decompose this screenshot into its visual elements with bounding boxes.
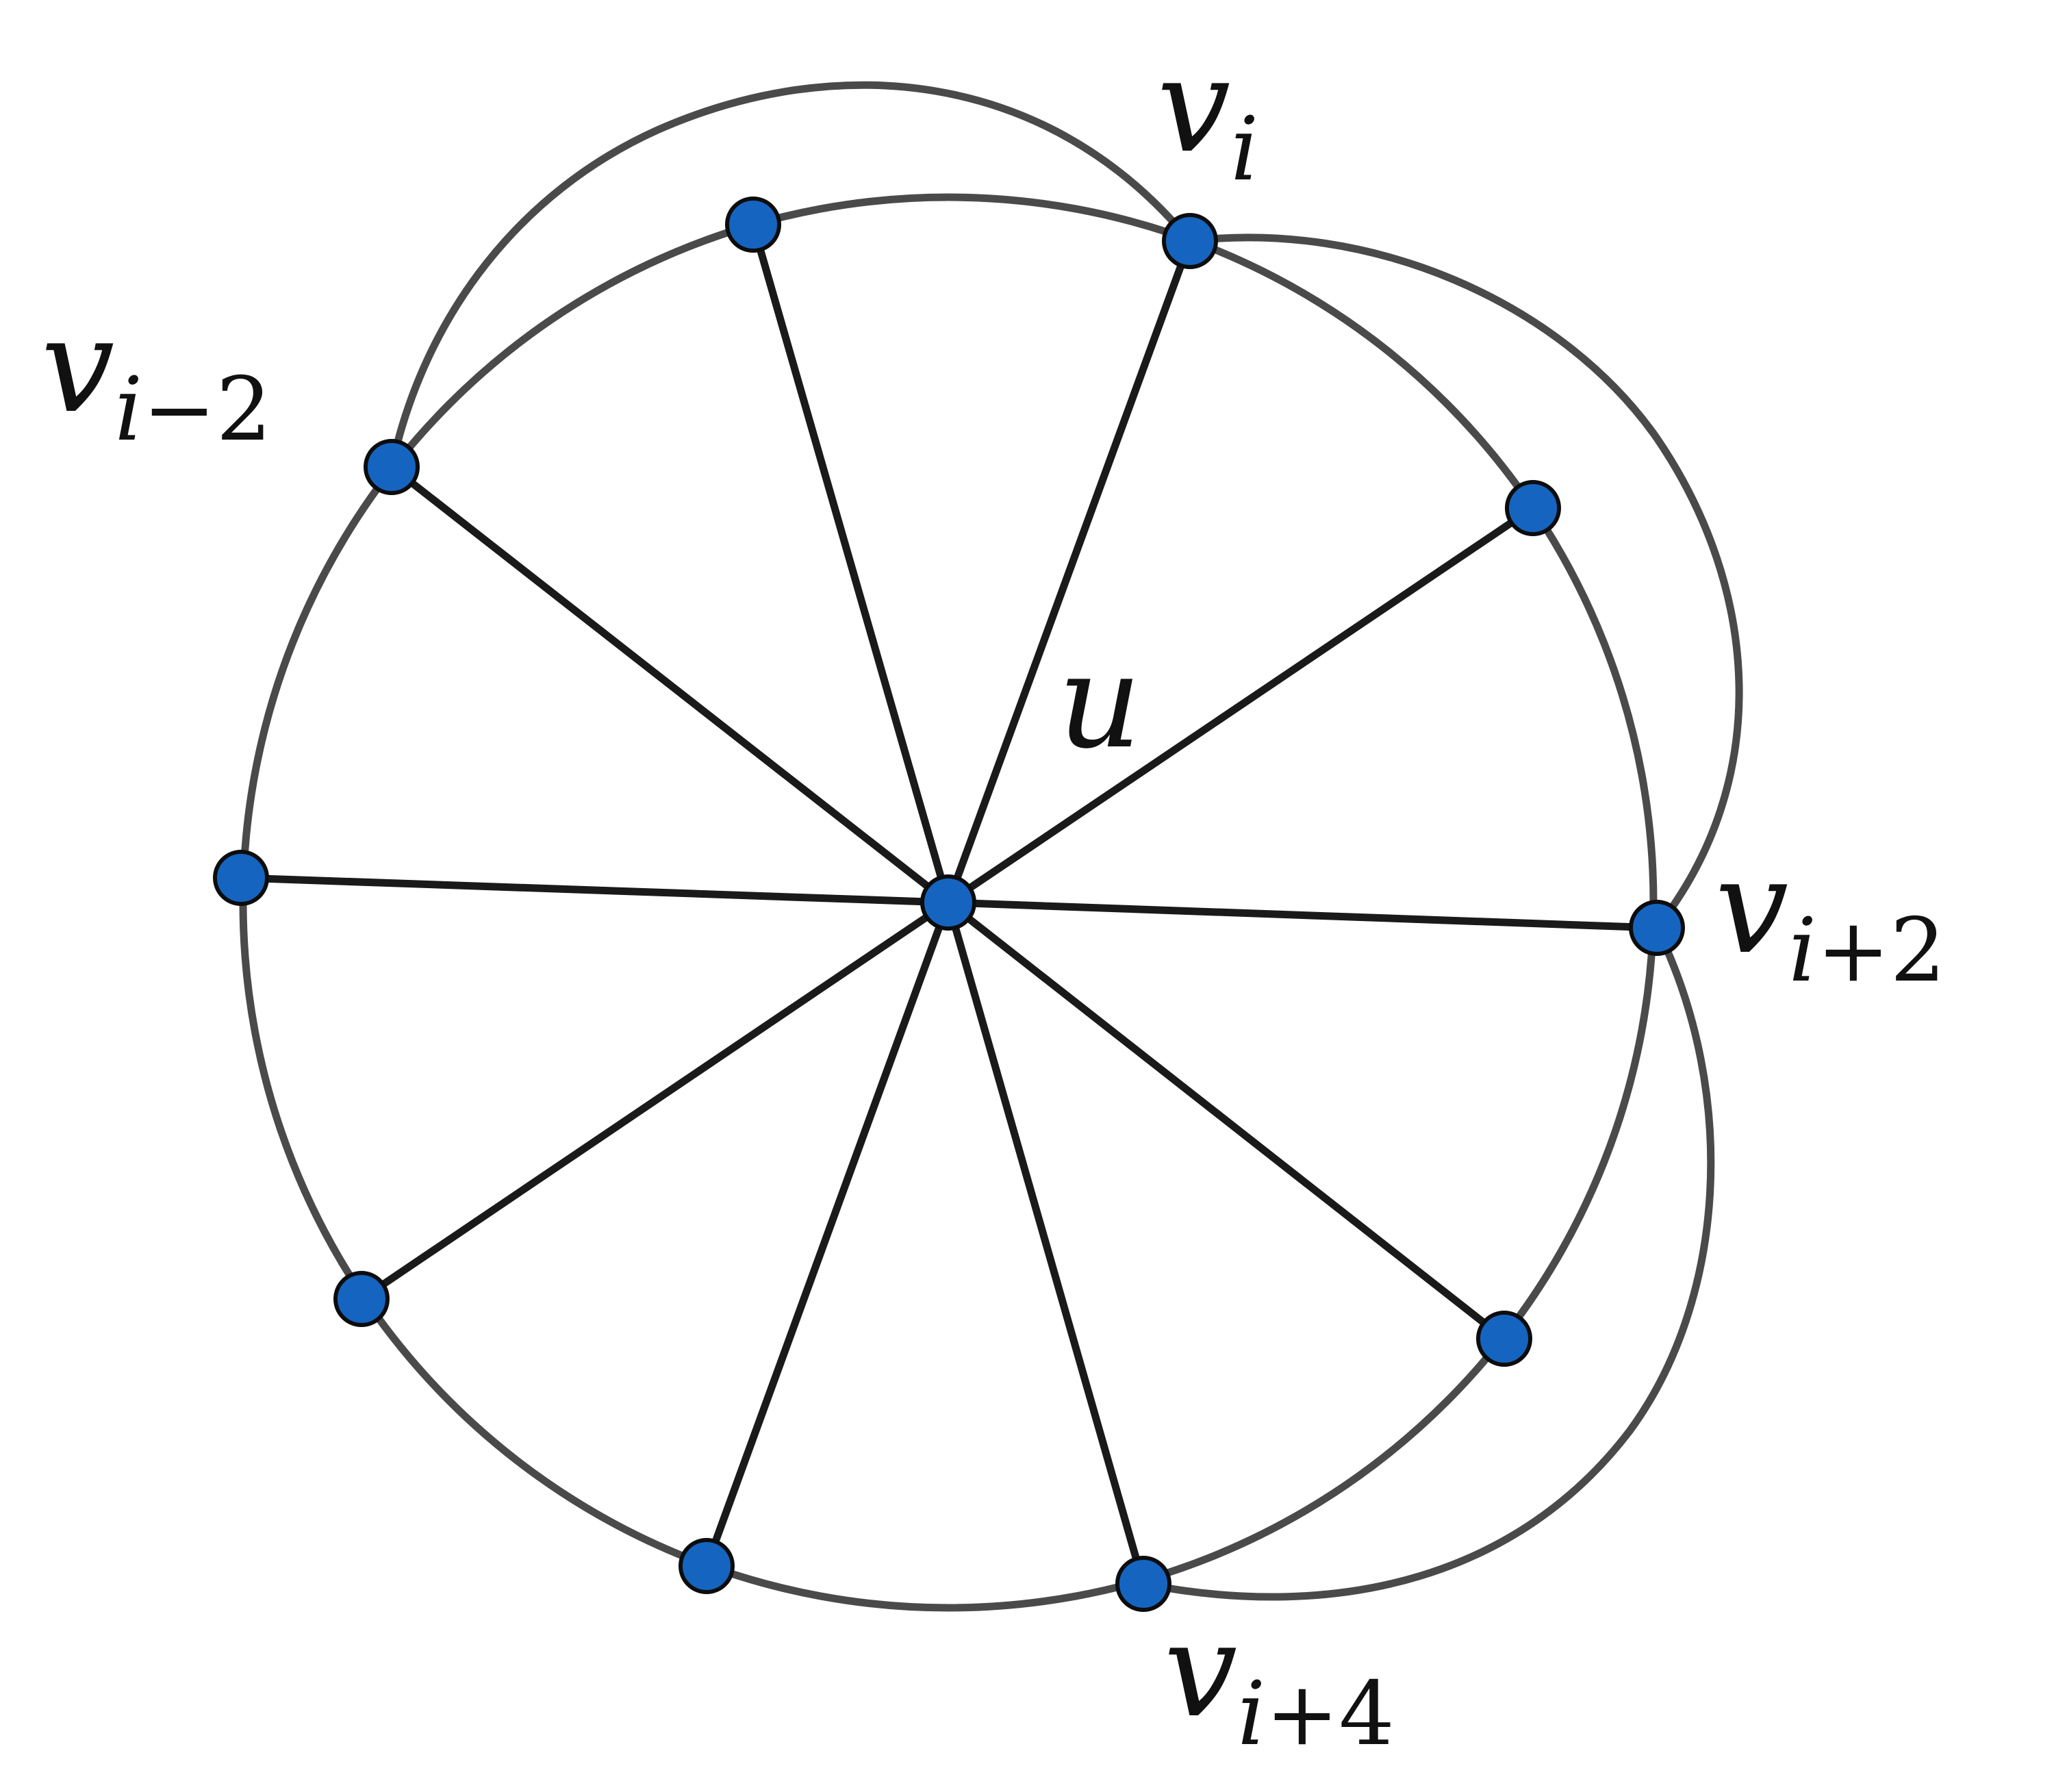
label-vi-minus-2-sub-var: i	[114, 359, 142, 461]
label-vi-plus-4-sub-rest: +4	[1265, 1663, 1395, 1765]
vertex-vi-minus-1	[725, 197, 781, 253]
chord-vi-minus-2-to-vi	[388, 81, 1193, 468]
label-vi-plus-4: vi+4	[1164, 1595, 1395, 1765]
vertex-vi	[1162, 213, 1218, 269]
label-vi-base: v	[1157, 30, 1230, 181]
spoke-vi-minus-4	[357, 898, 952, 1303]
label-vi-minus-2-base: v	[41, 290, 114, 442]
label-vi: vi	[1157, 30, 1258, 201]
spoke-vi-plus-4	[944, 898, 1148, 1588]
spoke-vi-minus-5	[702, 898, 952, 1570]
spoke-vi-plus-3	[944, 898, 1508, 1343]
vertex-vi-minus-5	[679, 1538, 735, 1594]
label-vi-minus-2-sub-rest: −2	[142, 359, 272, 461]
vertex-vi-plus-1	[1505, 480, 1561, 536]
label-u: u	[1058, 626, 1141, 777]
spoke-vi-minus-1	[749, 220, 952, 907]
vertex-vi-plus-4	[1115, 1556, 1171, 1612]
vertex-hub-u	[920, 874, 976, 931]
spoke-vi-minus-2	[388, 463, 952, 907]
vertex-vi-minus-2	[364, 439, 420, 495]
vertex-vi-plus-3	[1476, 1311, 1532, 1367]
spoke-vi-minus-3	[237, 874, 952, 907]
spoke-vi	[944, 237, 1194, 907]
vertex-vi-plus-2	[1629, 900, 1685, 956]
vertex-vi-minus-4	[333, 1271, 390, 1327]
label-vi-plus-4-base: v	[1164, 1595, 1237, 1746]
spoke-vi-plus-2	[944, 898, 1661, 932]
label-vi-plus-2-sub-var: i	[1788, 900, 1816, 1002]
chord-vi-to-vi-plus-2	[1189, 234, 1743, 931]
vertex-vi-minus-3	[213, 850, 269, 906]
spoke-vi-plus-1	[944, 504, 1537, 907]
chord-vi-plus-2-to-vi-plus-4	[1142, 926, 1715, 1601]
label-vi-plus-2-base: v	[1715, 831, 1788, 983]
label-vi-plus-2: vi+2	[1715, 831, 1946, 1002]
label-vi-minus-2: vi−2	[41, 290, 272, 461]
label-vi-plus-2-sub-rest: +2	[1816, 900, 1946, 1002]
label-vi-sub-var: i	[1230, 99, 1258, 201]
label-vi-plus-4-sub-var: i	[1237, 1663, 1265, 1765]
